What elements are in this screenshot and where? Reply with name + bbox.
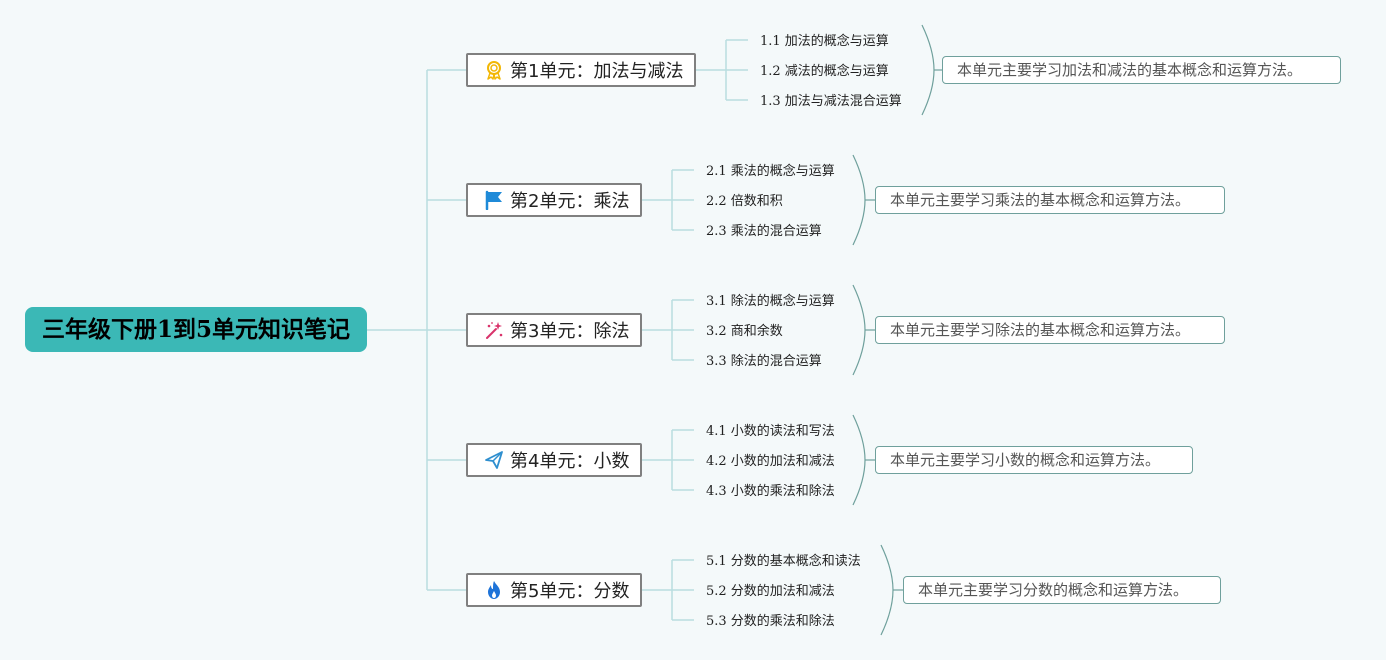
- topic-3-3[interactable]: 3.3 除法的混合运算: [706, 354, 822, 369]
- unit-3-node[interactable]: 第3单元：除法: [466, 313, 642, 347]
- unit-4-node[interactable]: 第4单元：小数: [466, 443, 642, 477]
- unit-1-title: 第1单元：加法与减法: [510, 61, 684, 82]
- award-ribbon-icon: [484, 60, 504, 80]
- topic-5-2[interactable]: 5.2 分数的加法和减法: [706, 584, 835, 599]
- unit-3-summary[interactable]: 本单元主要学习除法的基本概念和运算方法。: [875, 316, 1225, 344]
- paper-plane-icon: [484, 450, 504, 470]
- unit-5-summary-bracket: [880, 544, 894, 636]
- unit-3-summary-bracket: [852, 284, 866, 376]
- unit-5-summary[interactable]: 本单元主要学习分数的概念和运算方法。: [903, 576, 1221, 604]
- flame-icon: [484, 580, 504, 600]
- topic-4-1[interactable]: 4.1 小数的读法和写法: [706, 424, 835, 439]
- unit-4-summary-bracket: [852, 414, 866, 506]
- unit-5-title: 第5单元：分数: [510, 581, 630, 602]
- unit-1-summary[interactable]: 本单元主要学习加法和减法的基本概念和运算方法。: [942, 56, 1341, 84]
- topic-1-3[interactable]: 1.3 加法与减法混合运算: [760, 94, 902, 109]
- magic-wand-icon: [484, 320, 504, 340]
- unit-1-summary-bracket: [921, 24, 935, 116]
- topic-5-1[interactable]: 5.1 分数的基本概念和读法: [706, 554, 861, 569]
- flag-icon: [484, 190, 504, 210]
- unit-4-title: 第4单元：小数: [510, 451, 630, 472]
- root-topic[interactable]: 三年级下册1到5单元知识笔记: [25, 307, 367, 352]
- unit-2-title: 第2单元：乘法: [510, 191, 630, 212]
- topic-4-3[interactable]: 4.3 小数的乘法和除法: [706, 484, 835, 499]
- unit-5-node[interactable]: 第5单元：分数: [466, 573, 642, 607]
- topic-2-2[interactable]: 2.2 倍数和积: [706, 194, 783, 209]
- topic-1-2[interactable]: 1.2 减法的概念与运算: [760, 64, 889, 79]
- topic-1-1[interactable]: 1.1 加法的概念与运算: [760, 34, 889, 49]
- unit-1-node[interactable]: 第1单元：加法与减法: [466, 53, 696, 87]
- unit-2-summary-bracket: [852, 154, 866, 246]
- topic-3-1[interactable]: 3.1 除法的概念与运算: [706, 294, 835, 309]
- unit-4-summary[interactable]: 本单元主要学习小数的概念和运算方法。: [875, 446, 1193, 474]
- topic-5-3[interactable]: 5.3 分数的乘法和除法: [706, 614, 835, 629]
- topic-4-2[interactable]: 4.2 小数的加法和减法: [706, 454, 835, 469]
- unit-2-summary[interactable]: 本单元主要学习乘法的基本概念和运算方法。: [875, 186, 1225, 214]
- topic-2-1[interactable]: 2.1 乘法的概念与运算: [706, 164, 835, 179]
- unit-3-title: 第3单元：除法: [510, 321, 630, 342]
- unit-2-node[interactable]: 第2单元：乘法: [466, 183, 642, 217]
- topic-2-3[interactable]: 2.3 乘法的混合运算: [706, 224, 822, 239]
- topic-3-2[interactable]: 3.2 商和余数: [706, 324, 783, 339]
